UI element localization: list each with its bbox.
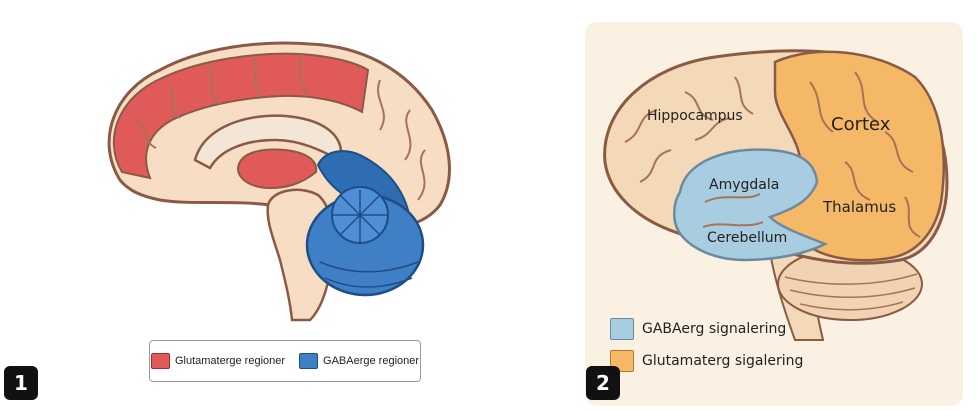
legend-item-gaba: GABAerge regioner <box>299 353 419 369</box>
panel-1-sagittal-brain: Glutamaterge regioner GABAerge regioner … <box>4 41 451 400</box>
gyri-lines <box>134 53 426 201</box>
legend-panel-1: Glutamaterge regioner GABAerge regioner <box>149 340 421 382</box>
legend-label: GABAerge regioner <box>323 355 420 367</box>
legend-swatch-lightblue <box>610 318 634 340</box>
label-amygdala: Amygdala <box>709 177 779 193</box>
glutamate-cortex-band <box>112 52 370 180</box>
legend-label: GABAerg signalering <box>642 321 787 337</box>
sagittal-brain-illustration <box>107 41 451 322</box>
label-thalamus: Thalamus <box>822 198 896 216</box>
label-cortex: Cortex <box>831 114 891 135</box>
lateral-brain-illustration: Hippocampus Cortex Amygdala Thalamus Cer… <box>603 49 949 341</box>
label-cerebellum: Cerebellum <box>707 230 787 246</box>
legend-label: Glutamaterge regioner <box>174 355 286 367</box>
gaba-cerebellum <box>305 186 425 297</box>
panel-2-lateral-brain: Hippocampus Cortex Amygdala Thalamus Cer… <box>585 22 963 406</box>
label-hippocampus: Hippocampus <box>647 108 743 124</box>
legend-swatch-blue <box>299 353 319 369</box>
legend-item-glutamate: Glutamaterge regioner <box>150 353 286 369</box>
legend-swatch-red <box>150 353 170 369</box>
legend-item-glutamate-2: Glutamaterg sigalering <box>610 350 803 372</box>
gaba-region <box>672 148 829 262</box>
legend-label: Glutamaterg sigalering <box>642 353 804 369</box>
glutamate-thalamus <box>236 148 318 190</box>
panel-1-badge: 1 <box>4 366 38 400</box>
legend-item-gaba-2: GABAerg signalering <box>610 318 786 340</box>
gyri-lines-2 <box>624 71 921 238</box>
panel-2-badge: 2 <box>586 366 620 400</box>
